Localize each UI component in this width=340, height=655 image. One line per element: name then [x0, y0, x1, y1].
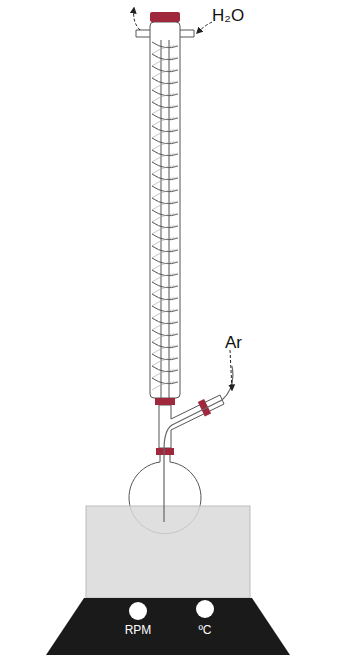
joint-clip	[156, 448, 174, 455]
water-out-arrow	[134, 8, 140, 30]
hotplate	[46, 598, 290, 655]
temperature-knob	[196, 600, 214, 618]
rpm-knob	[129, 602, 147, 620]
heating-bath	[86, 506, 250, 598]
water-in-arrow	[197, 22, 212, 33]
knob-label: ºC	[198, 624, 211, 636]
argon-arrow	[230, 350, 232, 390]
coil-condenser	[136, 22, 194, 405]
arm-clip	[198, 399, 211, 416]
knob-label: RPM	[125, 624, 152, 636]
gas-label: Ar	[225, 334, 242, 351]
fluid-label: H₂O	[212, 7, 244, 24]
condenser-cap	[150, 12, 180, 22]
joint-clip	[155, 398, 175, 405]
argon-tube	[164, 366, 233, 522]
